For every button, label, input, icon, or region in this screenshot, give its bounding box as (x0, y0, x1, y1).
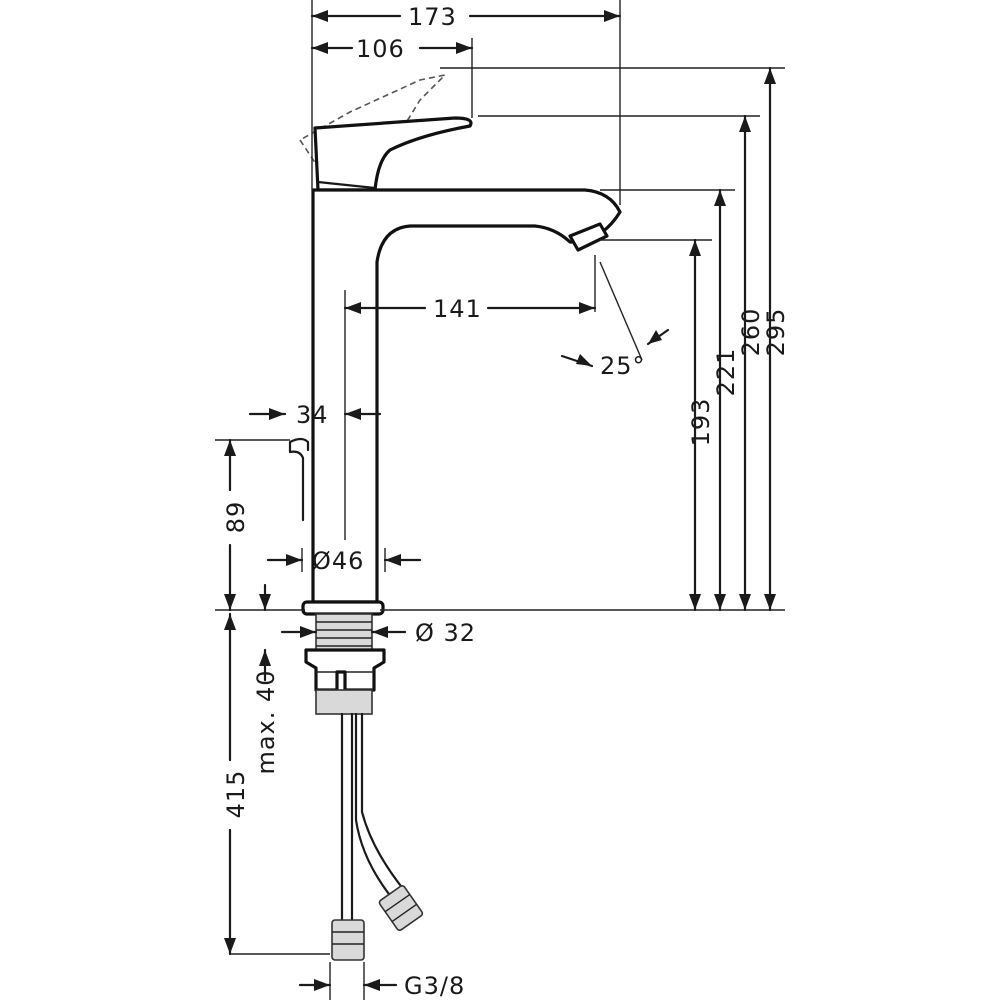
dimension-89 (224, 438, 236, 612)
faucet-outline (288, 73, 622, 961)
base-plate (301, 600, 385, 616)
dimension-221 (714, 188, 726, 612)
label-173: 173 (408, 3, 457, 31)
dimension-34 (248, 408, 382, 420)
dimension-141 (343, 302, 597, 314)
dimension-415 (224, 612, 236, 956)
dimension-295 (764, 66, 776, 612)
dimension-260 (739, 114, 751, 612)
label-34: 34 (296, 401, 329, 429)
label-106: 106 (356, 35, 405, 63)
hose-bent (354, 712, 406, 900)
label-141: 141 (433, 295, 482, 323)
label-295: 295 (762, 308, 790, 357)
dimension-32 (280, 626, 407, 638)
label-angle: 25° (600, 352, 646, 380)
aerator (568, 222, 609, 252)
popup-rod (288, 437, 310, 522)
shank-thread-lines (316, 621, 372, 647)
connector-left (331, 919, 365, 961)
dimension-106 (310, 42, 474, 54)
label-193: 193 (687, 398, 715, 447)
lever-handle (313, 116, 473, 192)
connector-right (378, 885, 424, 932)
label-260: 260 (737, 308, 765, 357)
dimension-max-40 (259, 583, 271, 682)
fixing-nut (304, 648, 386, 692)
label-89: 89 (222, 501, 250, 534)
dimension-g38 (298, 979, 398, 991)
dimension-173 (310, 10, 622, 22)
dimension-angle-25 (560, 328, 670, 368)
label-415: 415 (222, 770, 250, 819)
label-diameter-32: Ø 32 (415, 619, 476, 647)
hose-straight (340, 712, 354, 922)
threaded-shank (315, 613, 373, 651)
faucet-body (311, 188, 622, 604)
dimension-193 (689, 238, 701, 612)
lower-shank (315, 689, 373, 715)
label-max-40: max. 40 (252, 669, 280, 774)
label-diameter-46: Ø46 (312, 547, 364, 575)
label-g38: G3/8 (404, 972, 465, 1000)
label-221: 221 (712, 348, 740, 397)
extension-lines (215, 0, 785, 1000)
dimension-46 (266, 554, 422, 566)
lever-base-line (316, 180, 377, 190)
